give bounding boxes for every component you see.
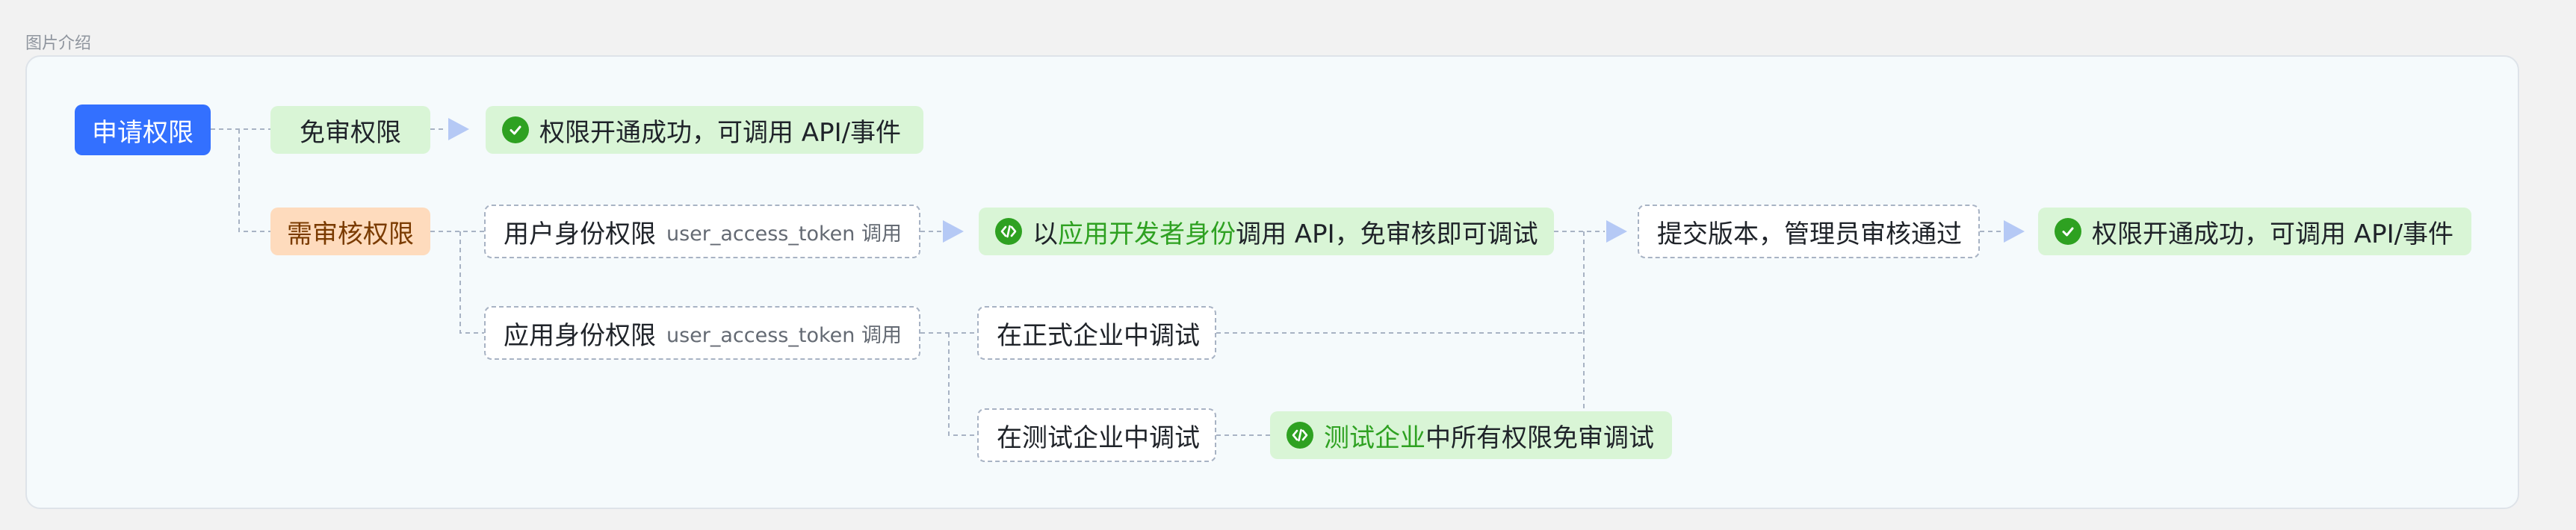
developer-debug-node: 以 应用开发者身份 调用 API，免审核即可调试 [979,208,1554,255]
apply-permission-node: 申请权限 [75,105,211,155]
test-enterprise-result-node: 测试企业 中所有权限免审调试 [1270,411,1672,459]
developer-debug-highlight: 应用开发者身份 [1058,219,1236,249]
code-circle-icon [1287,422,1313,449]
app-identity-token: user_access_token 调用 [666,323,902,347]
test-result-highlight: 测试企业 [1324,423,1425,453]
user-identity-permission-node: 用户身份权限 user_access_token 调用 [484,205,920,258]
formal-enterprise-debug-node: 在正式企业中调试 [977,306,1216,360]
test-enterprise-debug-node: 在测试企业中调试 [977,408,1216,462]
arrow-icon [448,118,469,140]
test-result-suffix: 中所有权限免审调试 [1425,423,1654,453]
submit-version-node: 提交版本，管理员审核通过 [1638,205,1980,258]
developer-debug-suffix: 调用 API，免审核即可调试 [1236,219,1538,249]
needs-review-permission-node: 需审核权限 [270,208,430,255]
success-node-top: 权限开通成功，可调用 API/事件 [486,106,923,154]
arrow-icon [2004,220,2025,243]
check-circle-icon [2055,218,2081,245]
image-caption: 图片介绍 [25,34,92,53]
success-text: 权限开通成功，可调用 API/事件 [539,117,902,148]
arrow-icon [1606,220,1627,243]
arrow-icon [943,220,964,243]
user-identity-token: user_access_token 调用 [666,222,902,246]
app-identity-label: 应用身份权限 [504,320,656,351]
user-identity-label: 用户身份权限 [504,219,656,249]
code-circle-icon [995,218,1022,245]
success-text: 权限开通成功，可调用 API/事件 [2092,219,2454,249]
no-review-permission-node: 免审权限 [270,106,430,154]
app-identity-permission-node: 应用身份权限 user_access_token 调用 [484,306,920,360]
developer-debug-prefix: 以 [1032,219,1058,249]
success-node-right: 权限开通成功，可调用 API/事件 [2038,208,2471,255]
check-circle-icon [502,116,529,143]
